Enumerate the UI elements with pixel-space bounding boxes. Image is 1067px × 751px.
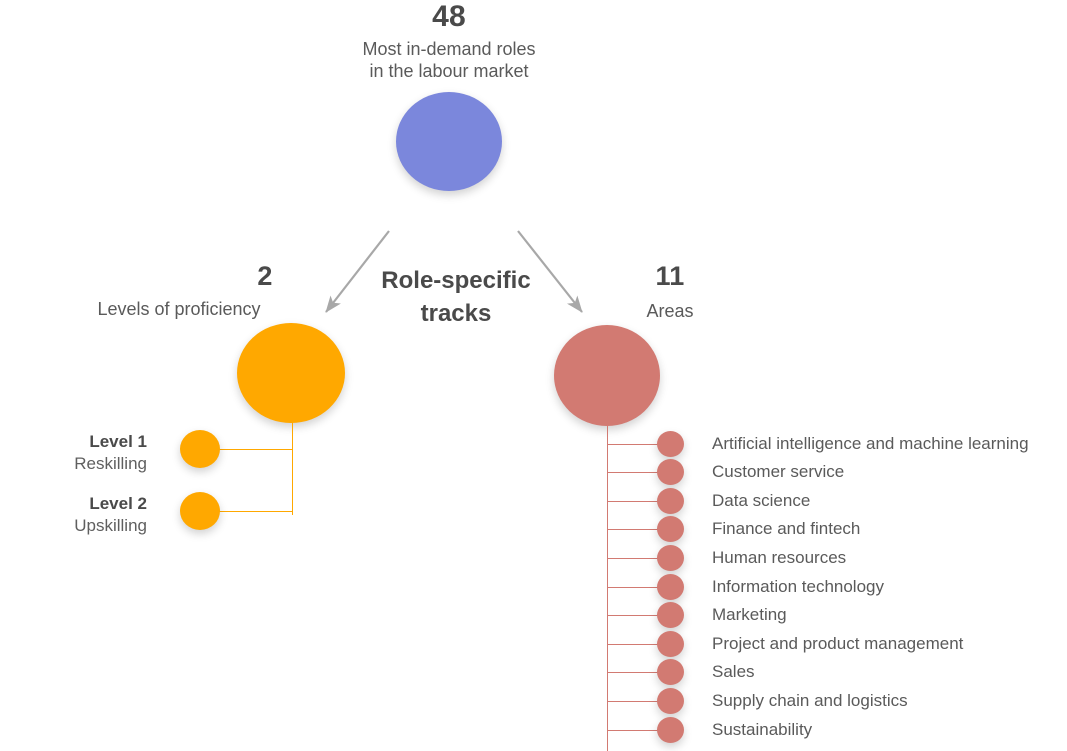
level-title: Level 1 [89, 432, 147, 451]
area-connector-stub [608, 557, 666, 559]
area-connector-stub [608, 643, 666, 645]
area-connector-stub [608, 443, 666, 445]
area-node-circle [657, 659, 684, 686]
level-subtitle: Upskilling [74, 516, 147, 535]
area-connector-stub [608, 615, 666, 617]
area-label: Supply chain and logistics [712, 690, 908, 710]
area-connector-stub [608, 500, 666, 502]
levels-caption: Levels of proficiency [97, 299, 261, 319]
area-label: Data science [712, 490, 811, 510]
role-specific-tracks-label: Role-specific tracks [375, 264, 537, 330]
level-item: Level 1 Reskilling [0, 431, 147, 475]
area-connector-stub [608, 472, 666, 474]
area-label: Human resources [712, 547, 847, 567]
area-connector-stub [608, 529, 666, 531]
area-node-circle [657, 516, 684, 543]
areas-hub-circle [554, 325, 660, 426]
levels-connector-stub [219, 511, 293, 512]
level-node-circle [180, 492, 220, 530]
areas-number: 11 [655, 261, 685, 291]
arrow-to-areas [517, 230, 583, 313]
levels-number: 2 [257, 261, 273, 291]
area-connector-stub [608, 729, 666, 731]
area-node-circle [657, 602, 684, 629]
root-hub-circle [396, 92, 502, 191]
area-node-circle [657, 573, 684, 600]
root-caption-line-2: in the labour market [369, 61, 529, 81]
area-node-circle [657, 630, 684, 657]
arrow-to-levels [325, 230, 390, 313]
area-node-circle [657, 716, 684, 743]
area-node-circle [657, 459, 684, 486]
root-number: 48 [432, 0, 466, 33]
area-connector-stub [608, 672, 666, 674]
root-caption: Most in-demand roles in the labour marke… [0, 38, 898, 82]
area-label: Customer service [712, 462, 845, 482]
root-caption-line-1: Most in-demand roles [362, 39, 536, 59]
level-title: Level 2 [89, 494, 147, 513]
area-node-circle [657, 544, 684, 571]
area-label: Marketing [712, 605, 787, 625]
area-connector-stub [608, 700, 666, 702]
area-label: Information technology [712, 576, 884, 596]
areas-connector-spine [607, 421, 608, 751]
area-label: Artificial intelligence and machine lear… [712, 433, 1029, 453]
area-label: Sustainability [712, 719, 813, 739]
mid-label-line-2: tracks [420, 300, 492, 327]
area-label: Finance and fintech [712, 519, 861, 539]
area-node-circle [657, 430, 684, 457]
levels-hub-circle [237, 323, 345, 423]
levels-connector-stub [219, 449, 293, 450]
level-subtitle: Reskilling [74, 454, 147, 473]
mid-label-line-1: Role-specific [381, 267, 531, 294]
area-node-circle [657, 687, 684, 714]
area-label: Project and product management [712, 633, 964, 653]
levels-connector-spine [292, 421, 293, 515]
areas-caption: Areas [646, 301, 694, 321]
level-node-circle [180, 430, 220, 468]
area-node-circle [657, 487, 684, 514]
level-item: Level 2 Upskilling [0, 493, 147, 537]
area-label: Sales [712, 662, 755, 682]
area-connector-stub [608, 586, 666, 588]
